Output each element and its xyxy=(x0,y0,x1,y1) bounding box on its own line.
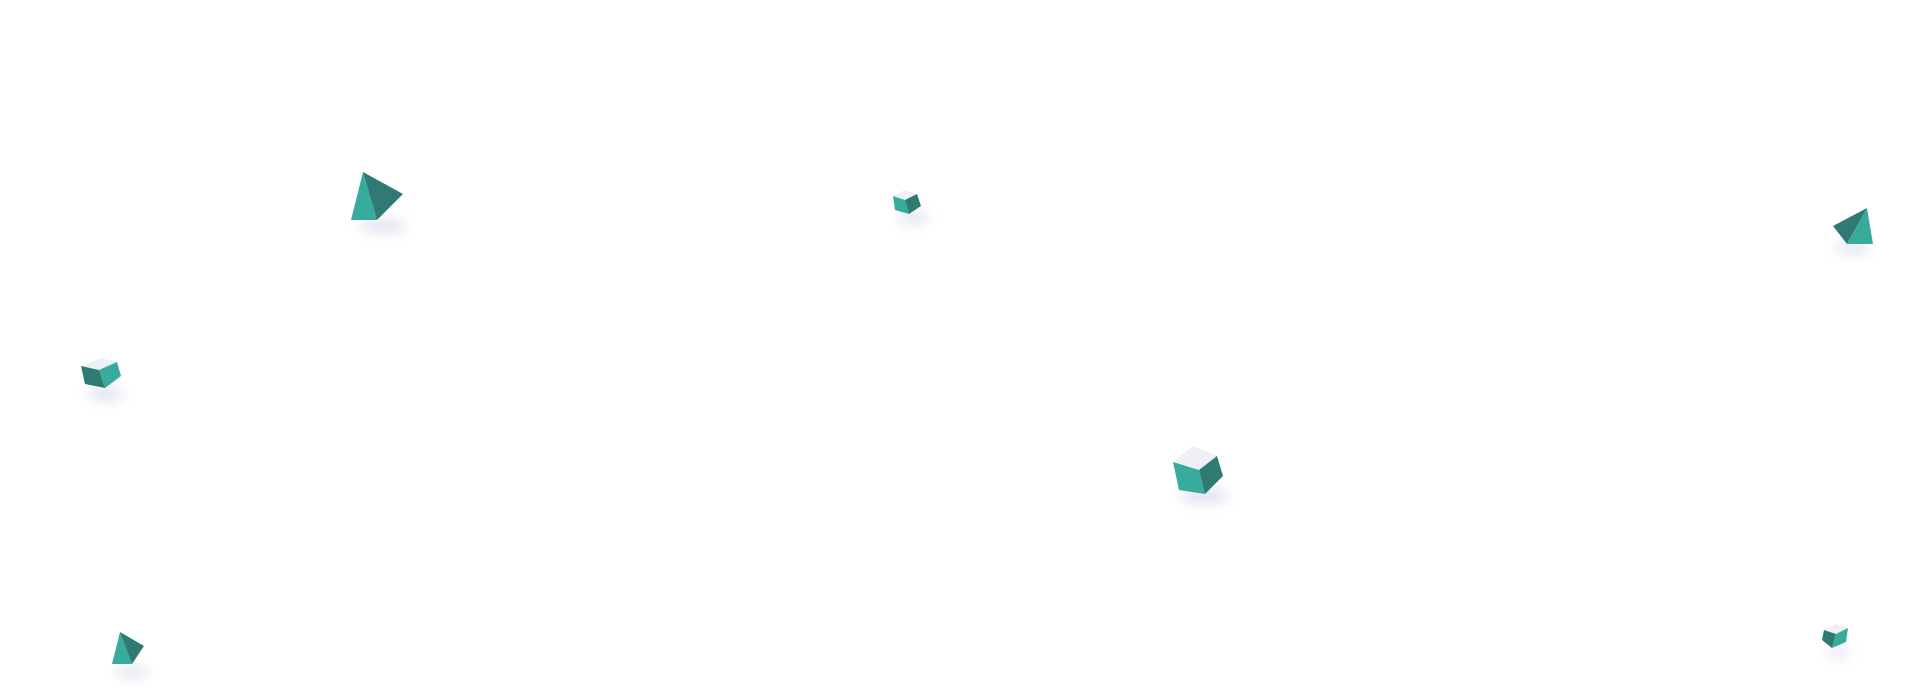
cube-icon xyxy=(75,350,135,406)
cube-icon xyxy=(1165,440,1241,510)
cube-icon xyxy=(885,182,935,228)
pyramid-icon xyxy=(108,628,160,678)
pyramid-icon xyxy=(345,168,415,234)
pyramid-icon xyxy=(1825,204,1881,256)
cube-icon xyxy=(1818,620,1862,660)
